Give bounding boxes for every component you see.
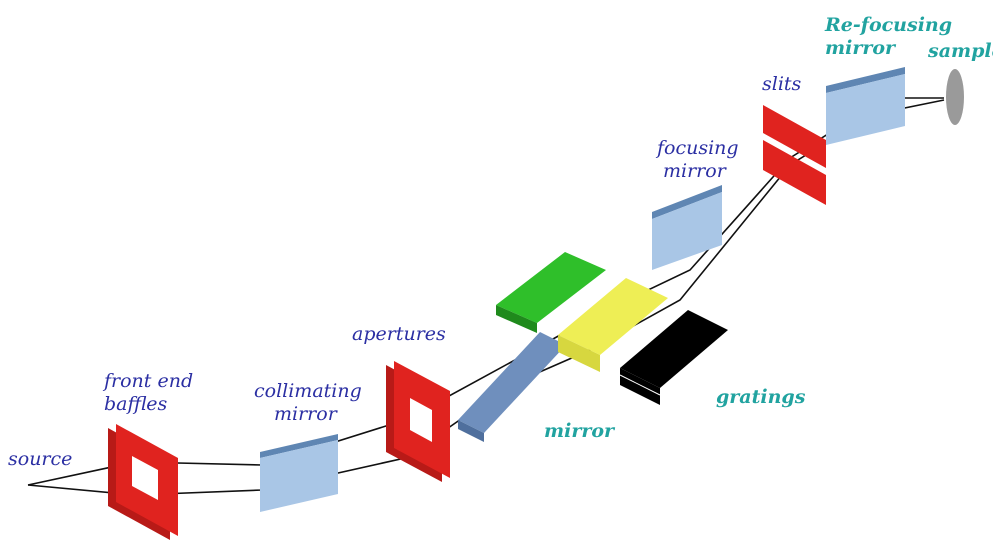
grating-black bbox=[619, 310, 728, 405]
label-refocusing-line1: Re-focusing bbox=[825, 14, 953, 36]
label-slits: slits bbox=[762, 73, 802, 95]
label-focusing-line2: mirror bbox=[663, 160, 726, 182]
label-focusing-mirror: focusing mirror bbox=[657, 137, 739, 183]
grating-yellow bbox=[558, 278, 668, 372]
label-apertures: apertures bbox=[352, 323, 446, 345]
label-refocusing-mirror: Re-focusing mirror bbox=[825, 14, 953, 60]
beam-path bbox=[27, 97, 945, 496]
label-collimating-line1: collimating bbox=[254, 380, 362, 402]
plane-mirror bbox=[458, 332, 566, 442]
label-front-end-line1: front end bbox=[104, 370, 194, 392]
label-source: source bbox=[8, 448, 73, 470]
label-front-end-line2: baffles bbox=[104, 393, 168, 415]
label-sample: sample bbox=[928, 40, 993, 62]
focusing-mirror bbox=[652, 185, 722, 270]
apertures bbox=[386, 361, 450, 482]
label-mirror: mirror bbox=[544, 420, 615, 442]
label-gratings: gratings bbox=[716, 386, 806, 408]
front-end-baffles bbox=[108, 424, 178, 540]
label-focusing-line1: focusing bbox=[657, 137, 739, 159]
grating-green bbox=[496, 252, 606, 333]
slits bbox=[763, 105, 826, 205]
label-front-end-baffles: front end baffles bbox=[104, 370, 194, 416]
label-collimating-line2: mirror bbox=[274, 403, 337, 425]
sample-ellipse bbox=[946, 69, 964, 125]
label-refocusing-line2: mirror bbox=[825, 37, 896, 59]
collimating-mirror bbox=[260, 434, 338, 512]
refocusing-mirror bbox=[826, 67, 905, 145]
label-collimating-mirror: collimating mirror bbox=[254, 380, 362, 426]
